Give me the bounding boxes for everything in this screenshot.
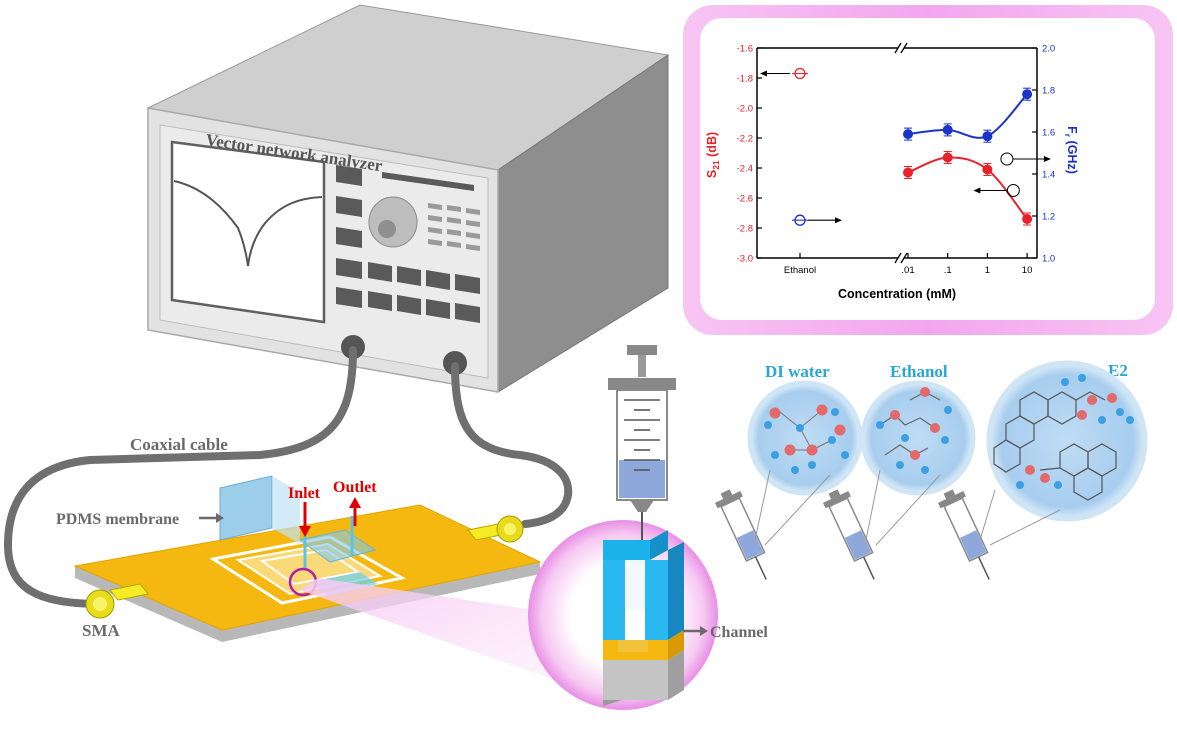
vna-status-bar [382,172,474,191]
right-tick-label: 1.8 [1042,86,1055,97]
series-line-left [907,156,1028,220]
right-axis-title-unit: (GHz) [1065,137,1079,174]
right-tick-label: 1.4 [1042,170,1055,181]
left-axis-title-unit: (dB) [705,132,719,160]
outlet-label: Outlet [333,479,377,496]
right-axis-title-sub: r [1063,134,1073,138]
left-axis-title-sub: 21 [711,160,721,170]
syringe-di-water [715,489,767,580]
x-tick-label: .01 [901,265,914,276]
syringe-ethanol [823,489,875,580]
vna-keypad [428,203,480,251]
axis-break-mark [900,42,908,54]
resonator-outer [208,535,407,605]
pdms-membrane-label: PDMS membrane [56,511,179,528]
vector-network-analyzer: Vector network analyzer [146,4,670,393]
sensor-response-chart: -1.6 -1.8 -2.0 -2.2 -2.4 -2.6 -2.8 -3.0 2.0 1.8 1.… [705,42,1079,301]
x-tick-label: 10 [1022,265,1033,276]
chart-card [700,18,1155,320]
x-tick-label: Ethanol [784,265,816,276]
series-line-right [907,93,1028,139]
left-series-indicator-head [973,187,981,194]
sma-connector-left [85,583,149,619]
left-axis-title-main: S [705,170,719,178]
x-axis-title: Concentration (mM) [838,287,956,301]
channel-block [298,529,377,563]
pdms-membrane-side [272,476,300,544]
inlet-arrow-head [299,526,311,537]
e2-atoms [1016,374,1134,489]
vna-screen [170,140,326,324]
right-tick-label: 2.0 [1042,44,1055,55]
data-point-left [942,152,953,163]
vna-screen-trace [173,180,323,267]
right-tick-label: 1.0 [1042,254,1055,265]
data-point-right [982,131,993,142]
right-tick-label: 1.2 [1042,212,1055,223]
inlet-label: Inlet [288,485,321,502]
cable-right [451,362,573,528]
vna-button-column [336,165,362,308]
pdms-arrow-head [216,513,224,523]
left-tick-label: -2.0 [737,104,753,115]
e2-molecules [993,391,1117,501]
main-syringe [608,345,676,548]
right-axis-arrowhead [835,217,842,224]
pdms-membrane-block [219,475,273,541]
vna-knob [368,196,418,248]
coaxial-cables [3,346,573,608]
outlet-arrow-head [349,497,361,508]
x-tick-label: 1 [985,265,990,276]
left-tick-label: -2.8 [737,224,753,235]
board-side [75,562,540,642]
left-tick-label: -2.6 [737,194,753,205]
coaxial-cable-label: Coaxial cable [130,435,228,454]
sensor-board [73,475,542,642]
e2-circle [986,360,1148,522]
vna-knob-center [378,220,396,238]
right-axis-title: Fr (GHz) [1063,126,1079,174]
data-point-left [903,167,913,178]
left-tick-label: -1.6 [737,44,753,55]
data-point-right [942,124,953,135]
channel-label: Channel [710,624,768,641]
left-axis-arrowhead [760,70,767,77]
left-tick-label: -3.0 [737,254,753,265]
syringe-e2 [938,489,990,580]
data-point-left [982,164,993,175]
right-axis-title-main: F [1065,126,1079,134]
data-point-right [903,129,913,140]
right-series-indicator-head [1043,156,1051,162]
x-tick-label: .1 [944,265,952,276]
axis-break-mark [894,42,902,54]
left-tick-label: -2.2 [737,134,753,145]
channel-arrow-head [700,626,708,636]
zoom-beam [300,578,610,700]
vna-function-keys [368,262,480,323]
ethanol-circle [860,380,976,496]
data-point-right [1022,89,1033,100]
axis-break-mark [894,252,902,264]
cable-left [3,346,357,608]
ethanol-label: Ethanol [890,362,948,381]
axis-break-mark [900,252,908,264]
small-syringes [715,469,1061,580]
di-water-label: DI water [765,362,830,381]
data-point-left [1022,214,1033,224]
left-axis-title: S21 (dB) [705,132,721,178]
sma-label: SMA [82,621,121,640]
sma-connector-right [467,515,524,543]
right-tick-label: 1.6 [1042,128,1055,139]
channel-cross-section [603,530,684,706]
left-tick-label: -2.4 [737,164,753,175]
water-molecules [764,404,849,474]
left-tick-label: -1.8 [737,74,753,85]
molecule-panels: DI water Ethanol E2 [747,360,1148,522]
ethanol-molecules [876,387,952,474]
